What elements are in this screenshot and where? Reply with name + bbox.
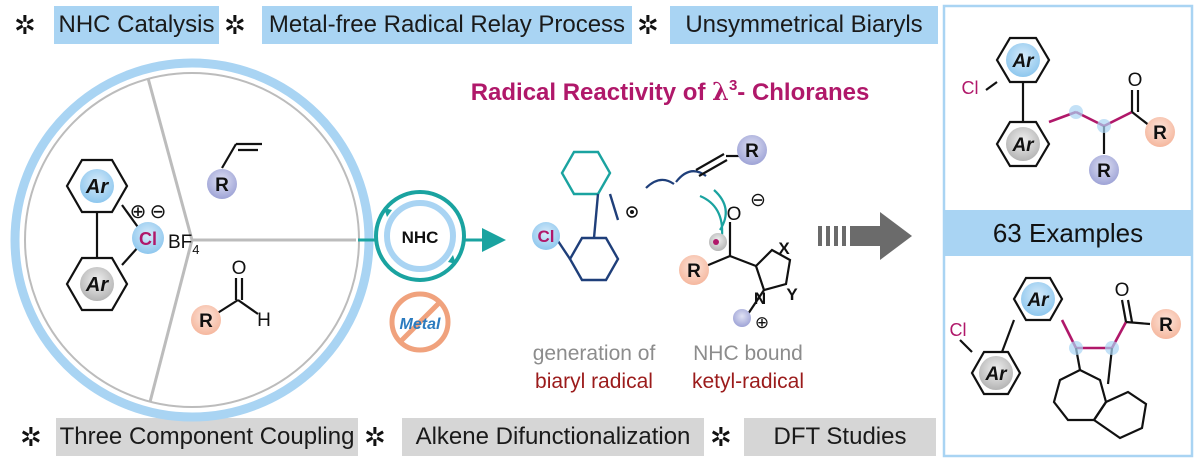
ar-highlight bbox=[80, 169, 114, 203]
o-label: O bbox=[232, 258, 247, 279]
bf4-label: BF4 bbox=[168, 232, 200, 257]
caption-nhc-bound: NHC bound bbox=[693, 342, 803, 365]
radical-dot bbox=[713, 239, 719, 245]
tag-nhc-catalysis: NHC Catalysis bbox=[54, 6, 219, 44]
o-label: O bbox=[1128, 70, 1143, 91]
aldehyde-structure bbox=[215, 278, 259, 315]
ar-label: Ar bbox=[85, 274, 109, 296]
negative-charge: ⊖ bbox=[150, 201, 167, 223]
ar-highlight bbox=[80, 267, 114, 301]
biaryl-radical-structure bbox=[555, 150, 620, 282]
star-burst-icon: ✲ bbox=[364, 422, 386, 452]
x-label: X bbox=[778, 239, 790, 258]
examples-count: 63 Examples bbox=[993, 218, 1143, 248]
r-highlight bbox=[737, 135, 767, 165]
ar-label: Ar bbox=[1011, 51, 1035, 72]
tag-dft-studies: DFT Studies bbox=[744, 418, 936, 456]
ar-label: Ar bbox=[85, 176, 109, 198]
r-label: R bbox=[199, 311, 213, 332]
r-label: R bbox=[1153, 123, 1167, 144]
tag-unsymmetrical-biaryls: Unsymmetrical Biaryls bbox=[670, 6, 938, 44]
r-highlight bbox=[207, 169, 237, 199]
alkene-partner bbox=[695, 153, 740, 177]
reagent-circle: Ar Ar Cl ⊕ ⊖ BF4 R R O H bbox=[10, 58, 374, 422]
caption-ketyl-radical: ketyl-radical bbox=[692, 370, 804, 393]
star-burst-icon: ✲ bbox=[710, 422, 732, 452]
r-highlight bbox=[679, 255, 709, 285]
ketyl-radical-structure bbox=[705, 222, 792, 315]
caption-generation: generation of bbox=[533, 342, 656, 365]
alkene-structure bbox=[221, 142, 262, 169]
negative-charge: ⊖ bbox=[750, 190, 766, 211]
arrow-right-icon bbox=[818, 212, 912, 260]
ar-label: Ar bbox=[1026, 290, 1050, 311]
h-label: H bbox=[257, 310, 271, 331]
cl-highlight bbox=[132, 222, 164, 254]
star-burst-icon: ✲ bbox=[14, 10, 36, 40]
tag-radical-relay: Metal-free Radical Relay Process bbox=[262, 6, 632, 44]
metal-label: Metal bbox=[400, 316, 441, 333]
o-label: O bbox=[727, 204, 742, 225]
cl-label: Cl bbox=[950, 320, 967, 340]
y-label: Y bbox=[786, 285, 798, 304]
scheme-title: Radical Reactivity of λ3- Chloranes bbox=[471, 77, 870, 106]
r-label: R bbox=[745, 141, 759, 162]
catalytic-cycle-icon: NHC bbox=[358, 190, 506, 282]
cl-highlight bbox=[532, 222, 560, 250]
r-label: R bbox=[1159, 315, 1173, 336]
product-2-structure bbox=[959, 276, 1148, 440]
cl-label: Cl bbox=[139, 229, 157, 249]
o-label: O bbox=[1115, 280, 1130, 301]
cl-label: Cl bbox=[538, 227, 555, 246]
positive-charge: ⊕ bbox=[130, 201, 147, 223]
r-label: R bbox=[1097, 161, 1111, 182]
star-burst-icon: ✲ bbox=[20, 422, 42, 452]
cl-label: Cl bbox=[962, 78, 979, 98]
r-highlight bbox=[191, 305, 221, 335]
tag-alkene-difunctionalization: Alkene Difunctionalization bbox=[402, 418, 704, 456]
product-1-structure bbox=[985, 36, 1051, 168]
examples-banner bbox=[944, 210, 1192, 256]
r-label: R bbox=[687, 261, 701, 282]
star-burst-icon: ✲ bbox=[637, 10, 659, 40]
r-label: R bbox=[215, 175, 229, 196]
ar-label: Ar bbox=[984, 364, 1008, 385]
curly-arrow-icon bbox=[645, 178, 675, 189]
nhc-label: NHC bbox=[402, 228, 439, 247]
positive-charge: ⊕ bbox=[755, 313, 769, 332]
no-metal-icon: Metal bbox=[389, 291, 451, 353]
star-burst-icon: ✲ bbox=[224, 10, 246, 40]
n-label: N bbox=[754, 289, 766, 308]
tag-three-component: Three Component Coupling bbox=[56, 418, 358, 456]
ar-label: Ar bbox=[1011, 135, 1035, 156]
caption-biaryl-radical: biaryl radical bbox=[535, 370, 653, 393]
